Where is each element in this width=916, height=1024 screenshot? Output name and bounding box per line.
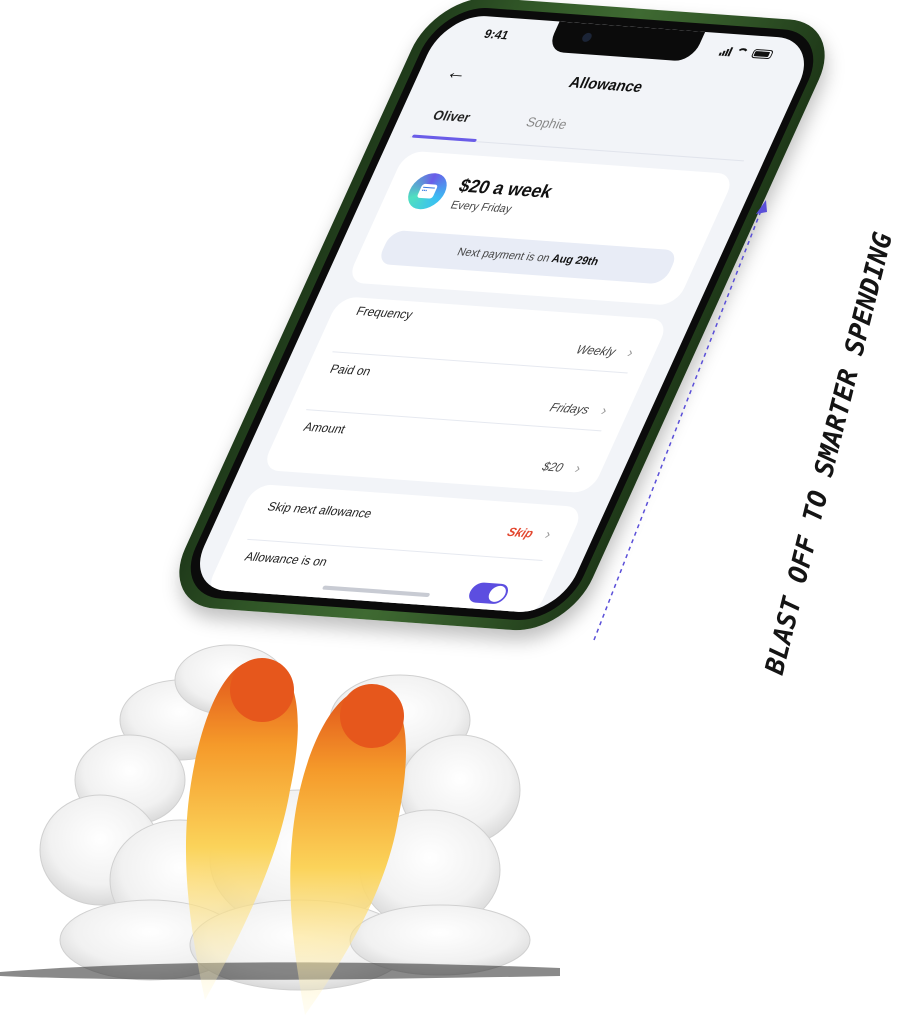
allowance-controls-card: Skip next allowance Skip › Allowance is … xyxy=(204,483,585,615)
next-payment-label: Next payment is on xyxy=(455,246,552,265)
ground-shadow xyxy=(0,962,560,980)
setting-value: $20 xyxy=(539,459,566,475)
dashed-arrow-icon xyxy=(593,200,767,641)
setting-label: Frequency xyxy=(353,303,416,322)
setting-label: Amount xyxy=(301,419,348,437)
setting-label: Paid on xyxy=(327,361,374,379)
allowance-toggle-switch[interactable] xyxy=(465,581,512,605)
setting-value: Fridays xyxy=(547,400,592,417)
chevron-right-icon: › xyxy=(572,459,585,476)
tab-oliver[interactable]: Oliver xyxy=(430,107,474,125)
status-icons xyxy=(718,46,775,60)
battery-icon xyxy=(750,48,775,59)
status-time: 9:41 xyxy=(481,26,512,43)
allowance-toggle-label: Allowance is on xyxy=(242,549,330,569)
signal-icon xyxy=(718,46,734,57)
wifi-icon xyxy=(734,47,751,58)
flame-right xyxy=(290,684,406,1015)
active-tab-indicator xyxy=(411,134,478,143)
child-tabs: Oliver Sophie xyxy=(409,100,761,162)
skip-allowance-label: Skip next allowance xyxy=(265,499,375,521)
calendar-icon xyxy=(401,171,454,211)
allowance-schedule: Every Friday xyxy=(448,199,514,216)
skip-button[interactable]: Skip xyxy=(504,524,536,541)
flame-left xyxy=(185,658,298,1000)
chevron-right-icon: › xyxy=(542,525,555,542)
page-title: Allowance xyxy=(566,73,646,97)
tab-sophie[interactable]: Sophie xyxy=(523,114,570,132)
allowance-amount: $20 a week xyxy=(455,175,557,202)
